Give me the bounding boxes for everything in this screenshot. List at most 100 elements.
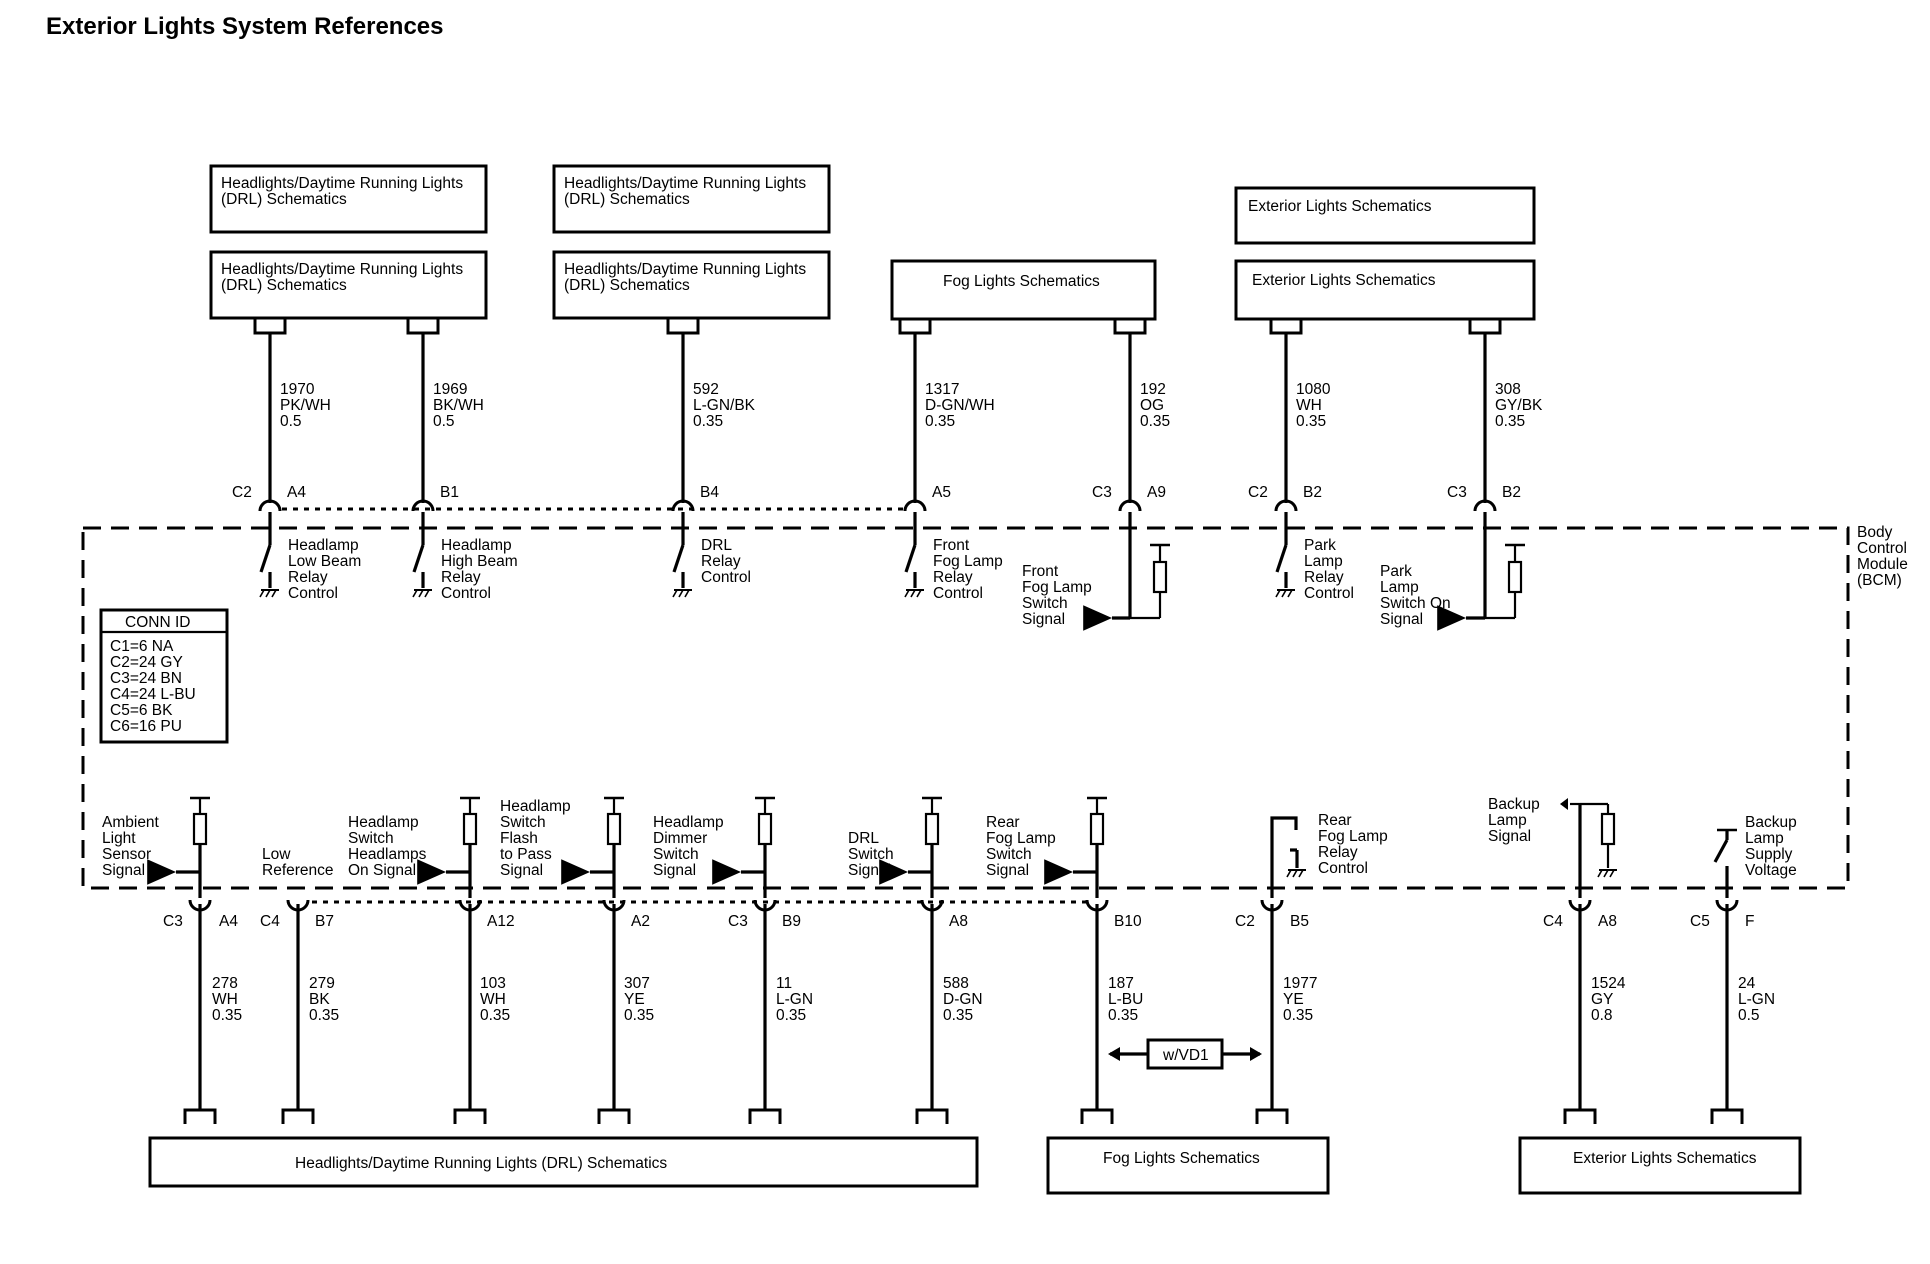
top-wire-1-func-2: Low Beam <box>288 553 361 570</box>
bottom-wire-5-color: L-GN <box>776 991 813 1008</box>
bottom-wire-7-func-4: Signal <box>986 862 1029 879</box>
top-wire-4-color: D-GN/WH <box>925 397 995 414</box>
top-wire-6-color: WH <box>1296 397 1322 414</box>
top-wire-4-func-1: Front <box>933 537 970 554</box>
bottom-wire-10-func-1: Backup <box>1745 814 1797 831</box>
top-wire-1-func-3: Relay <box>288 569 328 586</box>
bottom-wire-1-func-2: Light <box>102 830 136 847</box>
bottom-wire-9-circuit: 1524 <box>1591 975 1626 992</box>
top-wire-5-size: 0.35 <box>1140 413 1170 430</box>
top-wire-6-pin: B2 <box>1303 484 1322 501</box>
bottom-wire-6-func-1: DRL <box>848 830 879 847</box>
top-box-3-line-1: Exterior Lights Schematics <box>1248 198 1432 215</box>
bottom-wire-3-circuit: 103 <box>480 975 506 992</box>
bottom-box-3 <box>1518 1136 1802 1195</box>
bottom-wire-5-func-4: Signal <box>653 862 696 879</box>
bottom-wire-8-size: 0.35 <box>1283 1007 1313 1024</box>
bcm-label-4: (BCM) <box>1857 572 1902 589</box>
top-wire-2-func-1: Headlamp <box>441 537 512 554</box>
top-wire-6 <box>1269 317 1303 598</box>
bottom-wire-8-conn: C2 <box>1235 913 1255 930</box>
bottom-box-1 <box>148 1136 979 1188</box>
bottom-wire-6-size: 0.35 <box>943 1007 973 1024</box>
bottom-wire-5-conn: C3 <box>728 913 748 930</box>
bottom-wire-10-func-3: Supply <box>1745 846 1793 863</box>
bottom-wire-1-size: 0.35 <box>212 1007 242 1024</box>
bottom-wire-5-func-3: Switch <box>653 846 699 863</box>
top-wire-5-color: OG <box>1140 397 1164 414</box>
top-box-4 <box>209 250 488 320</box>
bottom-wire-4 <box>561 796 631 1126</box>
bottom-wire-9-color: GY <box>1591 991 1613 1008</box>
bottom-wire-3 <box>417 796 487 1126</box>
top-wire-1-size: 0.5 <box>280 413 302 430</box>
top-wire-1-func-4: Control <box>288 585 338 602</box>
bottom-wire-2 <box>281 898 315 1126</box>
bottom-wire-9-func-3: Signal <box>1488 828 1531 845</box>
top-box-2-line-1: Headlights/Daytime Running Lights <box>564 175 806 192</box>
bottom-wire-5 <box>712 796 782 1126</box>
top-box-2 <box>552 164 831 234</box>
bottom-wire-8-func-4: Control <box>1318 860 1368 877</box>
conn-id-line-1: C1=6 NA <box>110 638 174 655</box>
bottom-wire-6-color: D-GN <box>943 991 983 1008</box>
bottom-wire-8-func-1: Rear <box>1318 812 1352 829</box>
bcm-label-3: Module <box>1857 556 1908 573</box>
bottom-box-1-text: Headlights/Daytime Running Lights (DRL) … <box>295 1155 667 1172</box>
bottom-wire-4-func-3: Flash <box>500 830 538 847</box>
top-wire-7-func-3: Switch On <box>1380 595 1451 612</box>
bottom-wire-7-func-3: Switch <box>986 846 1032 863</box>
bottom-wire-9-func-2: Lamp <box>1488 812 1527 829</box>
bottom-wire-2-func-2: Reference <box>262 862 334 879</box>
top-box-6-line-1: Fog Lights Schematics <box>943 273 1100 290</box>
bottom-wire-7 <box>1044 796 1114 1126</box>
bottom-wire-5-func-2: Dimmer <box>653 830 707 847</box>
bcm-label-1: Body <box>1857 524 1893 541</box>
top-wire-6-func-3: Relay <box>1304 569 1344 586</box>
top-box-5-line-2: (DRL) Schematics <box>564 277 690 294</box>
top-wire-6-circuit: 1080 <box>1296 381 1331 398</box>
bottom-wire-1-func-1: Ambient <box>102 814 160 831</box>
bottom-wire-4-pin: A2 <box>631 913 650 930</box>
bottom-wire-4-func-5: Signal <box>500 862 543 879</box>
top-wire-1-color: PK/WH <box>280 397 331 414</box>
top-wire-3-size: 0.35 <box>693 413 723 430</box>
bottom-wire-1-func-4: Signal <box>102 862 145 879</box>
conn-id-title: CONN ID <box>125 614 190 631</box>
page-title: Exterior Lights System References <box>46 13 444 40</box>
top-wire-2-circuit: 1969 <box>433 381 467 398</box>
top-wire-1 <box>253 317 287 598</box>
bottom-wire-3-size: 0.35 <box>480 1007 510 1024</box>
conn-id-line-2: C2=24 GY <box>110 654 183 671</box>
bottom-wire-1-color: WH <box>212 991 238 1008</box>
top-wire-5 <box>1083 317 1170 631</box>
top-wire-4-pin: A5 <box>932 484 951 501</box>
bottom-wire-4-color: YE <box>624 991 645 1008</box>
bottom-wire-4-func-2: Switch <box>500 814 546 831</box>
bottom-wire-9-size: 0.8 <box>1591 1007 1613 1024</box>
top-wire-7-circuit: 308 <box>1495 381 1521 398</box>
bottom-wire-7-size: 0.35 <box>1108 1007 1138 1024</box>
top-wire-4-size: 0.35 <box>925 413 955 430</box>
bottom-wire-4-func-1: Headlamp <box>500 798 571 815</box>
bottom-wire-6-pin: A8 <box>949 913 968 930</box>
top-wire-2-func-3: Relay <box>441 569 481 586</box>
bottom-wire-10-conn: C5 <box>1690 913 1710 930</box>
bottom-wire-2-circuit: 279 <box>309 975 335 992</box>
top-wire-1-conn: C2 <box>232 484 252 501</box>
top-wire-3-func-3: Control <box>701 569 751 586</box>
conn-id-box <box>99 608 229 744</box>
bottom-wire-2-color: BK <box>309 991 330 1008</box>
bottom-wire-8 <box>1255 816 1307 1126</box>
top-wire-7-func-1: Park <box>1380 563 1412 580</box>
top-box-1-line-2: (DRL) Schematics <box>221 191 347 208</box>
bottom-wire-7-pin: B10 <box>1114 913 1142 930</box>
conn-id-line-6: C6=16 PU <box>110 718 182 735</box>
top-wire-3 <box>666 317 700 598</box>
bottom-wire-8-func-3: Relay <box>1318 844 1358 861</box>
top-wire-7-conn: C3 <box>1447 484 1467 501</box>
bottom-wire-3-pin: A12 <box>487 913 515 930</box>
bottom-wire-1 <box>147 796 217 1126</box>
bottom-wire-3-color: WH <box>480 991 506 1008</box>
top-wire-2 <box>406 317 440 598</box>
